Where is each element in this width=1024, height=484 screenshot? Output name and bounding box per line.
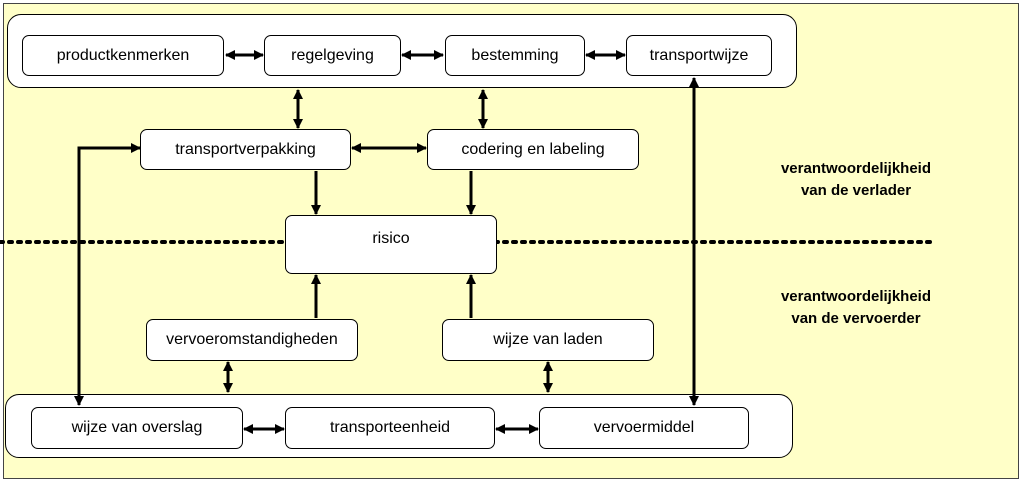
node-transportverpakking: transportverpakking bbox=[140, 129, 351, 170]
node-vervoeromstandigheden: vervoeromstandigheden bbox=[146, 319, 358, 361]
node-wijze-van-laden: wijze van laden bbox=[442, 319, 654, 361]
shipper-responsibility-label: verantwoordelijkheid van de verlader bbox=[746, 158, 966, 202]
node-wijze-van-overslag: wijze van overslag bbox=[31, 407, 243, 449]
node-transporteenheid: transporteenheid bbox=[285, 407, 495, 449]
shipper-responsibility-line-2: van de verlader bbox=[800, 182, 912, 199]
node-productkenmerken: productkenmerken bbox=[22, 35, 224, 76]
shipper-responsibility-line-1: verantwoordelijkheid bbox=[780, 160, 932, 177]
node-codering-en-labeling: codering en labeling bbox=[427, 129, 639, 170]
arrow-overslag-transportverpakking bbox=[74, 143, 141, 406]
node-vervoermiddel: vervoermiddel bbox=[539, 407, 749, 449]
node-transportwijze: transportwijze bbox=[626, 35, 772, 76]
node-bestemming: bestemming bbox=[445, 35, 585, 76]
carrier-responsibility-label: verantwoordelijkheid van de vervoerder bbox=[746, 286, 966, 330]
carrier-responsibility-line-2: van de vervoerder bbox=[791, 310, 921, 327]
node-risico: risico bbox=[285, 215, 497, 274]
carrier-responsibility-line-1: verantwoordelijkheid bbox=[780, 288, 932, 305]
node-regelgeving: regelgeving bbox=[264, 35, 401, 76]
